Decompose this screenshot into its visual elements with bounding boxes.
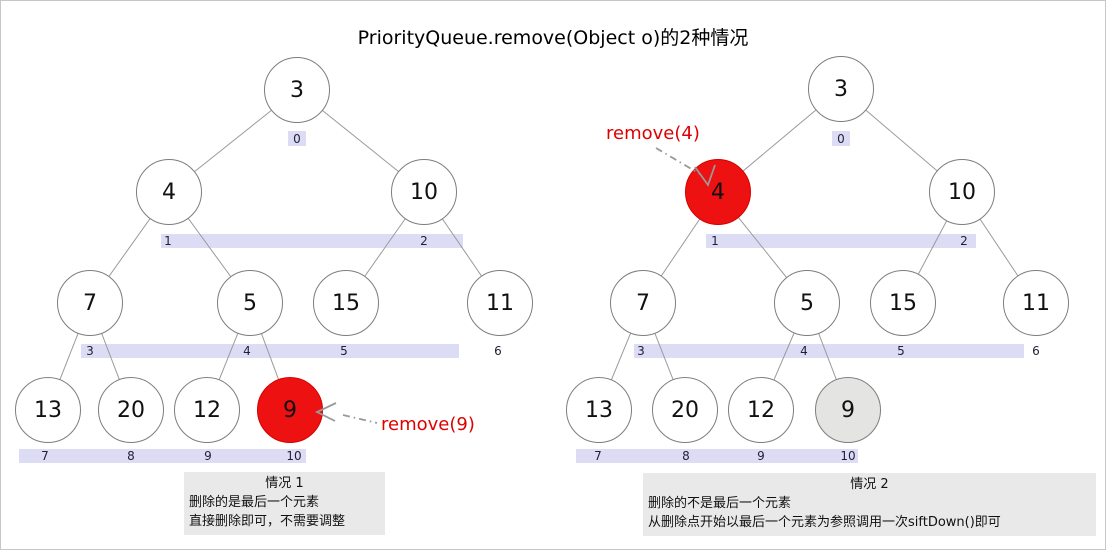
heap-node-last-element: 9 — [815, 377, 881, 443]
heap-node: 13 — [566, 377, 632, 443]
heap-node: 4 — [136, 159, 202, 225]
case-2-title: 情况 2 — [850, 477, 889, 492]
index-label: 9 — [757, 449, 765, 463]
case-1-caption: 情况 1 删除的是最后一个元素 直接删除即可，不需要调整 — [184, 472, 385, 535]
index-label: 7 — [594, 449, 602, 463]
case-1-title: 情况 1 — [265, 476, 304, 491]
index-label: 4 — [800, 344, 808, 358]
heap-node-remove-target: 4 — [685, 159, 751, 225]
dash-dot-line-left — [342, 414, 378, 424]
index-label: 2 — [960, 234, 968, 248]
index-label: 3 — [86, 344, 94, 358]
remove-annotation-right: remove(4) — [606, 123, 700, 144]
heap-node: 7 — [57, 270, 123, 336]
heap-node: 20 — [98, 377, 164, 443]
heap-node: 12 — [728, 377, 794, 443]
case-2-line3: 从删除点开始以最后一个元素为参照调用一次siftDown()即可 — [648, 515, 1001, 530]
index-label: 8 — [682, 449, 690, 463]
heap-node-removed-last: 9 — [257, 377, 323, 443]
index-label: 1 — [711, 234, 719, 248]
index-label: 3 — [637, 344, 645, 358]
array-band-right-row4 — [576, 449, 858, 463]
case-1-line3: 直接删除即可，不需要调整 — [189, 514, 346, 529]
array-band-right-row2 — [706, 234, 976, 248]
heap-node: 10 — [391, 159, 457, 225]
heap-node: 5 — [217, 270, 283, 336]
index-label: 0 — [837, 132, 845, 146]
index-label: 9 — [204, 449, 212, 463]
index-label: 7 — [41, 449, 49, 463]
case-2-caption: 情况 2 删除的不是最后一个元素 从删除点开始以最后一个元素为参照调用一次sif… — [643, 473, 1096, 536]
array-band-left-row3 — [81, 344, 459, 358]
heap-node: 11 — [467, 270, 533, 336]
heap-node: 3 — [808, 56, 874, 122]
heap-node: 5 — [774, 270, 840, 336]
array-band-right-row3 — [634, 344, 1024, 358]
heap-node: 11 — [1003, 270, 1069, 336]
index-label: 1 — [164, 234, 172, 248]
index-label: 6 — [494, 344, 502, 358]
index-label: 5 — [897, 344, 905, 358]
case-1-line2: 删除的是最后一个元素 — [189, 495, 320, 510]
heap-node: 15 — [313, 270, 379, 336]
index-label: 10 — [840, 449, 856, 463]
diagram-title: PriorityQueue.remove(Object o)的2种情况 — [357, 27, 749, 49]
index-label: 2 — [420, 234, 428, 248]
index-label: 10 — [286, 449, 302, 463]
index-label: 4 — [243, 344, 251, 358]
heap-node: 15 — [870, 270, 936, 336]
array-band-left-row4 — [19, 449, 306, 463]
heap-node: 20 — [652, 377, 718, 443]
remove-annotation-left: remove(9) — [381, 414, 475, 435]
index-label: 0 — [293, 132, 301, 146]
heap-node: 13 — [15, 377, 81, 443]
index-label: 8 — [127, 449, 135, 463]
heap-node: 12 — [174, 377, 240, 443]
case-2-line2: 删除的不是最后一个元素 — [648, 496, 792, 511]
index-label: 5 — [340, 344, 348, 358]
array-band-left-row2 — [161, 234, 463, 248]
index-label: 6 — [1032, 344, 1040, 358]
heap-node: 7 — [610, 270, 676, 336]
heap-node: 10 — [929, 159, 995, 225]
heap-node: 3 — [264, 57, 330, 123]
